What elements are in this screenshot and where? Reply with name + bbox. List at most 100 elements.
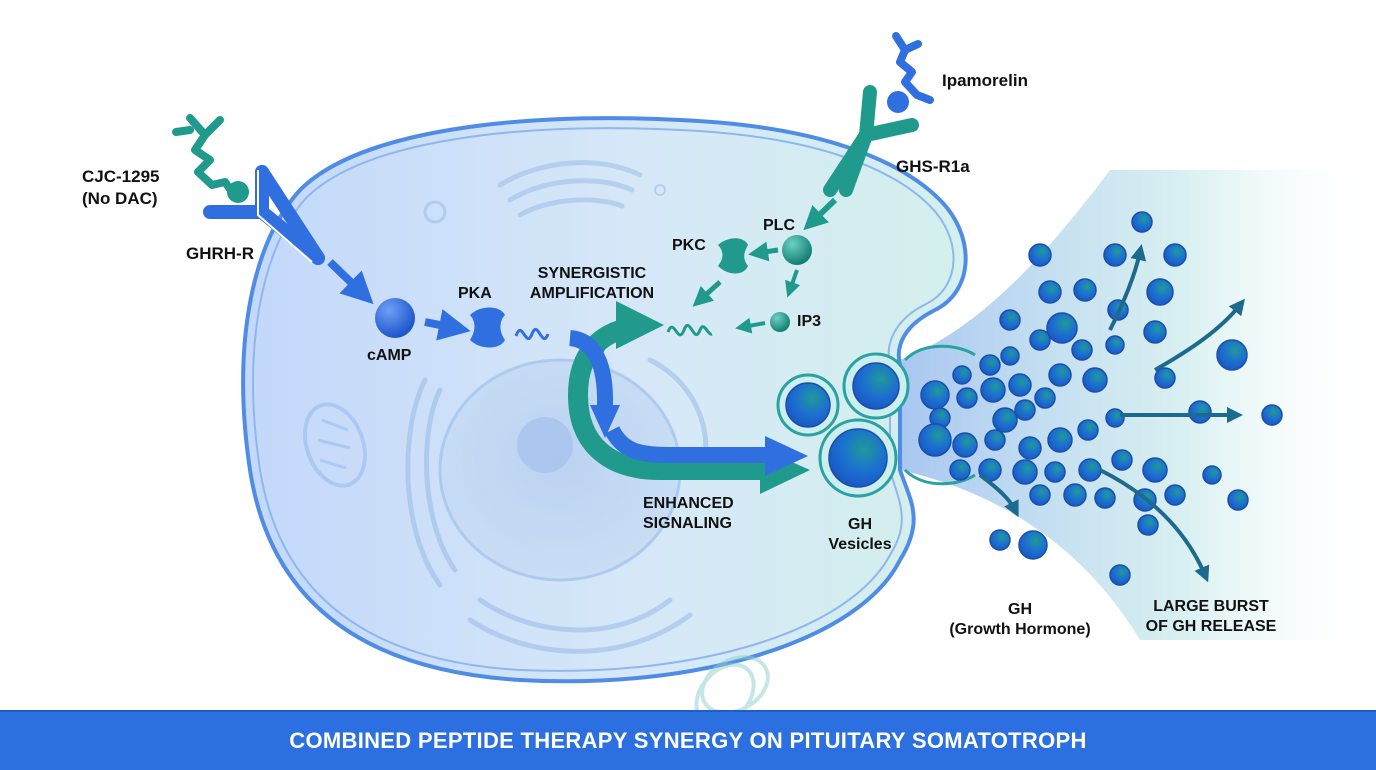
gh-particle (1029, 484, 1051, 506)
gh-particle (1077, 419, 1099, 441)
enhanced-line2: SIGNALING (643, 515, 732, 532)
gh-particle (1046, 312, 1078, 344)
gh-particle (1109, 564, 1131, 586)
gh-particle (1000, 346, 1020, 366)
ipamorelin-ligand (892, 32, 934, 104)
gh-particle (1038, 280, 1062, 304)
pka-enzyme (470, 307, 505, 348)
release-arrows (978, 244, 1245, 583)
cjc-1295-name: CJC-1295 (82, 167, 160, 186)
gh-particle (1028, 243, 1052, 267)
gh-particle (989, 529, 1011, 551)
teal-signal-wave (666, 323, 713, 337)
blue-synergy-arrow-2 (604, 425, 770, 463)
gh-particle (1048, 363, 1072, 387)
gh-particle (1163, 243, 1187, 267)
gh-particle (1063, 483, 1087, 507)
gh-particle (1111, 449, 1133, 471)
gh-vesicles-label: GH Vesicles (828, 515, 891, 555)
gh-particle (1142, 457, 1168, 483)
blue-synergy-arrow (568, 330, 613, 410)
ip3-label: IP3 (797, 313, 822, 330)
large-burst-label: LARGE BURST OF GH RELEASE (1146, 597, 1277, 637)
gh-particle (1018, 530, 1048, 560)
pkc-label: PKC (672, 237, 706, 254)
gh-particle (1034, 387, 1056, 409)
ipamorelin-head (887, 91, 909, 113)
gh-particle (984, 429, 1006, 451)
ghrh-receptor-outline (257, 170, 313, 263)
cell-membrane-inner (252, 127, 955, 672)
teal-up-arrow (592, 301, 664, 353)
gh-particle (1008, 373, 1032, 397)
gh-particle (1018, 436, 1042, 460)
arrow-plc-to-pkc (748, 241, 779, 262)
arrow-ghrh-to-camp (327, 259, 374, 305)
gh-particle (1154, 367, 1176, 389)
gh-particle (1131, 211, 1153, 233)
ghrh-receptor-label: GHRH-R (186, 244, 254, 263)
blue-right-arrowhead (765, 436, 808, 476)
gh-particle (1047, 427, 1073, 453)
pkc-enzyme (718, 238, 748, 274)
gh-particle (1137, 514, 1159, 536)
pka-signal-wave (514, 327, 550, 341)
gh-line1: GH (1007, 601, 1032, 618)
pka-label: PKA (458, 285, 492, 302)
gh-particle (1227, 489, 1249, 511)
gh-particle (992, 407, 1018, 433)
gh-particle (1105, 335, 1125, 355)
arrow-ghs-to-plc (803, 197, 838, 231)
gh-particle (1094, 487, 1116, 509)
gh-particle (1146, 278, 1174, 306)
gh-particle (1012, 459, 1038, 485)
gh-vesicles (776, 352, 910, 498)
gh-particles (918, 211, 1283, 586)
gh-particle (1078, 458, 1102, 482)
burst-line2: OF GH RELEASE (1145, 618, 1277, 635)
gh-particle (979, 354, 1001, 376)
gh-particle (980, 377, 1006, 403)
synergy-line2: AMPLIFICATION (529, 285, 655, 302)
enhanced-signaling-label: ENHANCED SIGNALING (643, 494, 734, 534)
cjc-1295-ligand (172, 114, 236, 196)
gh-particle (1103, 243, 1127, 267)
gh-particle (1014, 399, 1036, 421)
arrow-camp-to-pka (424, 309, 471, 341)
gh-particle (1082, 367, 1108, 393)
diagram-title: COMBINED PEPTIDE THERAPY SYNERGY ON PITU… (289, 728, 1087, 753)
gh-release-plume (900, 170, 1376, 640)
camp-molecule (375, 298, 415, 338)
synergistic-amplification-label: SYNERGISTIC AMPLIFICATION (530, 264, 654, 304)
ip3-molecule (770, 312, 790, 332)
burst-line1: LARGE BURST (1153, 598, 1269, 615)
enhanced-line1: ENHANCED (643, 495, 734, 512)
plc-label: PLC (763, 217, 795, 234)
gh-particle (1188, 400, 1212, 424)
gh-particle (1143, 320, 1167, 344)
gh-particle (920, 380, 950, 410)
gh-particle (1202, 465, 1222, 485)
ghrh-receptor (203, 165, 325, 265)
arrow-plc-to-ip3 (785, 269, 801, 298)
cjc-1295-label: CJC-1295 (No DAC) (82, 166, 160, 210)
ipamorelin-label: Ipamorelin (942, 71, 1028, 90)
gh-particle (956, 387, 978, 409)
mitochondrion (303, 402, 367, 488)
endoplasmic-reticulum (405, 357, 709, 654)
gh-particle (1071, 339, 1093, 361)
exocytosis-membrane (903, 344, 976, 486)
nucleolus (517, 417, 573, 473)
gh-particle (1261, 404, 1283, 426)
vesicle-small (654, 184, 666, 196)
arrow-pkc-to-wave (692, 280, 722, 307)
diagram-canvas (172, 32, 1376, 728)
gh-particle (952, 432, 978, 458)
gh-particle (1216, 339, 1248, 371)
gh-line2: (Growth Hormone) (949, 621, 1091, 638)
title-banner: COMBINED PEPTIDE THERAPY SYNERGY ON PITU… (0, 710, 1376, 770)
cjc-1295-head (227, 181, 249, 203)
gh-particle (918, 423, 952, 457)
growth-hormone-label: GH (Growth Hormone) (949, 600, 1090, 640)
arrow-ip3-to-wave (735, 317, 766, 334)
